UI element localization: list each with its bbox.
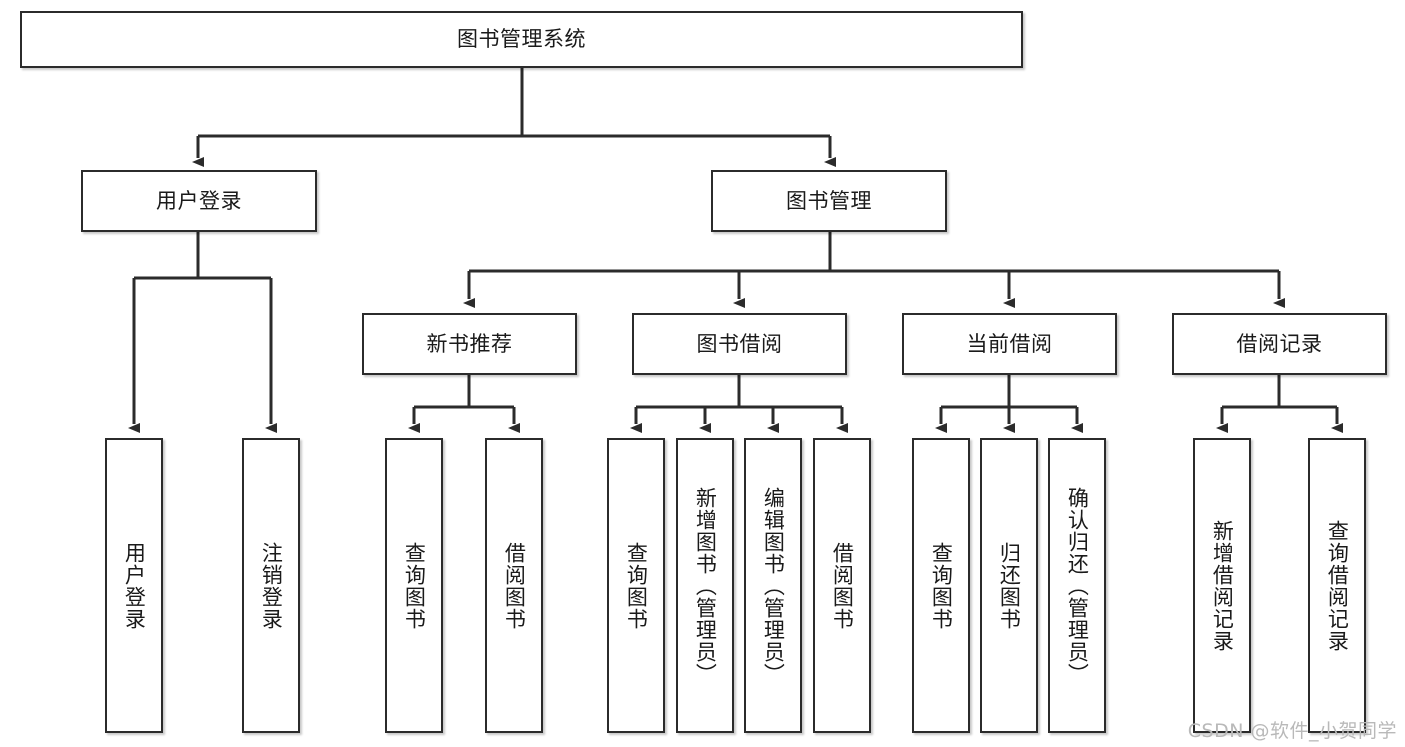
- watermark: CSDN @软件_小贺同学: [1187, 720, 1397, 742]
- leaf-query-book-borrow[interactable]: 查询图书: [607, 438, 665, 733]
- node-new-book-recommend[interactable]: 新书推荐: [362, 313, 577, 375]
- node-borrow-record[interactable]: 借阅记录: [1172, 313, 1387, 375]
- node-label: 查询图书: [402, 541, 427, 630]
- node-label: 归还图书: [997, 541, 1022, 630]
- node-label: 新书推荐: [426, 331, 513, 356]
- node-current-borrow[interactable]: 当前借阅: [902, 313, 1117, 375]
- node-label: 确认归还（管理员）: [1065, 486, 1090, 685]
- node-label: 查询图书: [624, 541, 649, 630]
- node-label: 图书借阅: [696, 331, 783, 356]
- node-label: 借阅图书: [830, 541, 855, 630]
- node-label: 借阅图书: [502, 541, 527, 630]
- leaf-add-book-admin[interactable]: 新增图书（管理员）: [676, 438, 734, 733]
- node-label: 注销登录: [259, 541, 284, 630]
- leaf-borrow-book-recommend[interactable]: 借阅图书: [485, 438, 543, 733]
- leaf-edit-book-admin[interactable]: 编辑图书（管理员）: [744, 438, 802, 733]
- node-label: 图书管理系统: [457, 27, 586, 52]
- node-label: 编辑图书（管理员）: [761, 486, 786, 685]
- node-label: 当前借阅: [966, 331, 1053, 356]
- leaf-query-book-current[interactable]: 查询图书: [912, 438, 970, 733]
- node-label: 新增图书（管理员）: [693, 486, 718, 685]
- leaf-add-borrow-record[interactable]: 新增借阅记录: [1193, 438, 1251, 733]
- node-label: 图书管理: [786, 188, 872, 213]
- node-label: 用户登录: [156, 188, 242, 213]
- leaf-query-book-recommend[interactable]: 查询图书: [385, 438, 443, 733]
- leaf-user-login[interactable]: 用户登录: [105, 438, 163, 733]
- node-user-login[interactable]: 用户登录: [81, 170, 317, 232]
- node-label: 查询借阅记录: [1325, 519, 1350, 652]
- node-label: 新增借阅记录: [1210, 519, 1235, 652]
- node-label: 借阅记录: [1236, 331, 1323, 356]
- node-book-borrow[interactable]: 图书借阅: [632, 313, 847, 375]
- leaf-query-borrow-record[interactable]: 查询借阅记录: [1308, 438, 1366, 733]
- leaf-confirm-return-admin[interactable]: 确认归还（管理员）: [1048, 438, 1106, 733]
- leaf-return-book[interactable]: 归还图书: [980, 438, 1038, 733]
- node-book-management[interactable]: 图书管理: [711, 170, 947, 232]
- node-label: 查询图书: [929, 541, 954, 630]
- node-root-system[interactable]: 图书管理系统: [20, 11, 1023, 68]
- leaf-logout[interactable]: 注销登录: [242, 438, 300, 733]
- leaf-borrow-book[interactable]: 借阅图书: [813, 438, 871, 733]
- node-label: 用户登录: [122, 541, 147, 630]
